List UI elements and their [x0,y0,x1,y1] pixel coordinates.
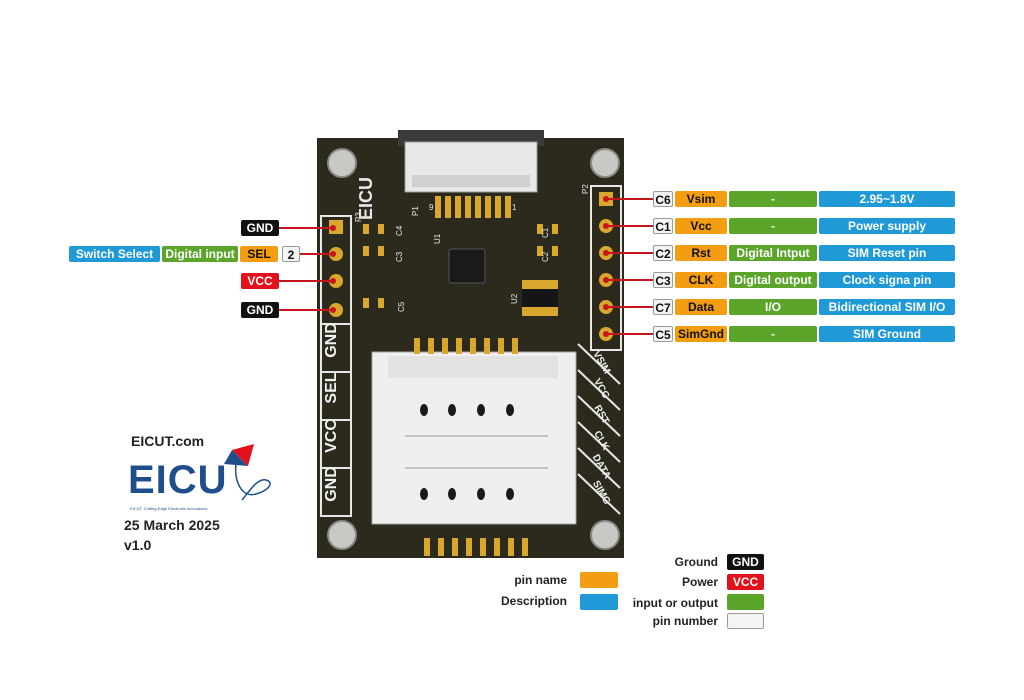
left-pin-gnd-2-name: GND [241,302,279,318]
chip-u1 [448,248,486,284]
legend-power-label: Power [681,575,718,589]
left-wire-end [330,251,336,257]
right-pin-vsim-desc: 2.95~1.8V [819,191,955,207]
left-wire-gnd-2 [279,309,333,311]
legend-power-tag: VCC [727,574,764,590]
brand-tagline: EICUT, Cutting-Edge Electronic Innovatio… [130,506,208,511]
right-wire-clk [606,279,653,281]
legend-pin-name-label: pin name [514,573,567,587]
legend-io-swatch [727,594,764,610]
socket-contacts [420,404,514,500]
right-wire-vsim [606,198,653,200]
ref-c1: C1 [541,227,550,238]
fpc-pins [435,196,511,218]
right-pin-vcc-name: Vcc [675,218,727,234]
brand-date: 25 March 2025 [124,517,220,533]
ref-p1: P1 [411,206,420,216]
side-label-vcc: VCC [323,419,340,453]
right-pin-simgnd-number: C5 [653,326,673,342]
ref-c5: C5 [397,301,406,312]
right-pin-simgnd-type: - [729,326,817,342]
side-label-gnd: GND [323,322,340,358]
ref-c3: C3 [395,251,404,262]
right-pin-simgnd-desc: SIM Ground [819,326,955,342]
right-pin-vcc-desc: Power supply [819,218,955,234]
brand-logo: EICU EICUT, Cutting-Edge Electronic Inno… [124,442,284,512]
pin-nine-mark: 9 [429,203,434,212]
legend-io-label: input or output [632,596,718,610]
mount-hole [590,148,620,178]
right-pin-rst-type: Digital Intput [729,245,817,261]
right-pin-clk-desc: Clock signa pin [819,272,955,288]
left-wire-end [330,225,336,231]
right-wire-rst [606,252,653,254]
kite-icon [224,444,271,501]
board-logo: EICU [356,177,376,220]
ref-c4: C4 [395,225,404,236]
brand-site: EICUT.com [131,433,205,449]
capacitors [363,224,558,308]
right-pin-clk-number: C3 [653,272,673,288]
right-pin-clk-type: Digital output [729,272,817,288]
ref-c2: C2 [541,251,550,262]
right-pin-data-number: C7 [653,299,673,315]
ref-u1: U1 [433,233,442,244]
pin-one-mark: 1 [512,203,517,212]
legend-pin-name-swatch [580,572,618,588]
right-pin-simgnd-name: SimGnd [675,326,727,342]
left-pin-sel-desc: Switch Select [69,246,160,262]
socket-top-pins [414,338,518,354]
left-wire-gnd-1 [279,227,333,229]
right-pin-vsim-number: C6 [653,191,673,207]
right-pin-vcc-number: C1 [653,218,673,234]
mount-hole [590,520,620,550]
left-pin-sel-number: 2 [282,246,300,262]
right-wire-simgnd [606,333,653,335]
diag-bands [577,343,621,515]
left-wire-sel [300,253,333,255]
left-wire-vcc [279,280,333,282]
left-wire-end [330,307,336,313]
right-pin-vsim-type: - [729,191,817,207]
header-p2 [590,185,622,351]
brand-version: v1.0 [124,537,152,553]
right-wire-data [606,306,653,308]
side-label-sel: SEL [323,372,340,403]
right-pin-vcc-type: - [729,218,817,234]
legend-description-swatch [580,594,618,610]
mount-hole [327,520,357,550]
right-pin-clk-name: CLK [675,272,727,288]
right-pin-data-name: Data [675,299,727,315]
legend-description-label: Description [500,594,567,608]
right-pin-rst-name: Rst [675,245,727,261]
left-pin-vcc-name: VCC [241,273,279,289]
right-pin-vsim-name: Vsim [675,191,727,207]
ref-p2: P2 [581,184,590,194]
side-label-boxes [320,323,352,517]
right-wire-vcc [606,225,653,227]
brand-logo-text: EICU [128,458,228,502]
right-pin-rst-desc: SIM Reset pin [819,245,955,261]
sim-socket [371,351,577,525]
legend-ground-label: Ground [674,555,718,569]
legend-ground-tag: GND [727,554,764,570]
ref-p3: P3 [354,212,363,222]
legend-pin-number-label: pin number [652,614,718,628]
left-pin-sel-name: SEL [240,246,278,262]
mount-hole [327,148,357,178]
legend-pin-number-swatch [727,613,764,629]
left-pin-sel-type: Digital input [162,246,238,262]
left-wire-end [330,278,336,284]
left-pin-gnd-1-name: GND [241,220,279,236]
right-pin-data-desc: Bidirectional SIM I/O [819,299,955,315]
right-pin-rst-number: C2 [653,245,673,261]
right-pin-data-type: I/O [729,299,817,315]
socket-bottom-pins [424,538,528,556]
side-label-gnd-2: GND [323,466,340,502]
ref-u2: U2 [510,293,519,304]
